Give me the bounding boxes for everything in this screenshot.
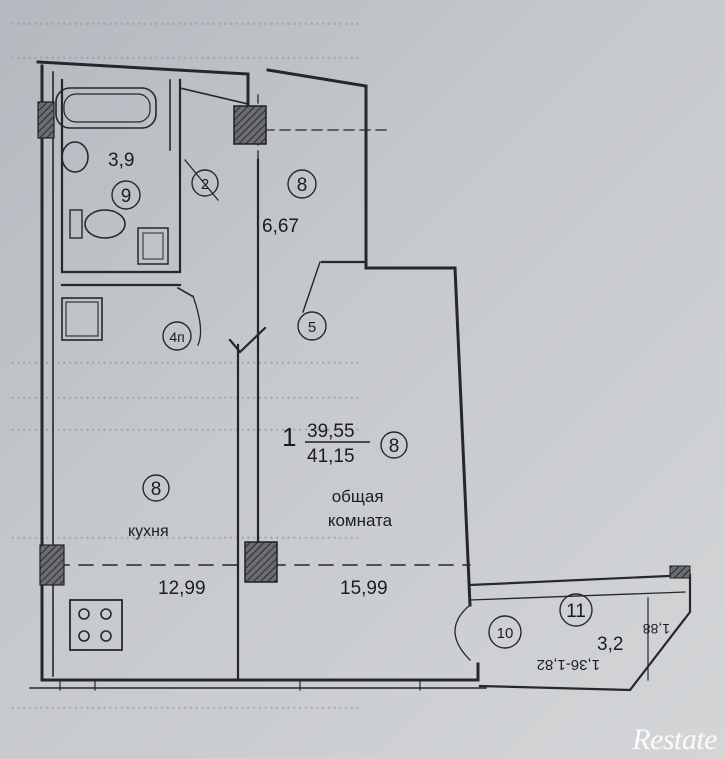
room-number-circle [559, 593, 593, 627]
wall-column [233, 105, 267, 145]
room-number-circle [287, 169, 317, 199]
wall-column [37, 101, 55, 139]
bathtub [55, 87, 157, 129]
kitchen-area: 12,99 [158, 578, 206, 599]
toilet [69, 209, 83, 239]
background-print: ........................................… [10, 380, 361, 404]
hall-number: 8 [297, 175, 308, 196]
door-mark: 4п [169, 329, 184, 345]
loggia-dimension: 1,88 [643, 621, 670, 637]
stove [69, 599, 123, 651]
background-print: ........................................… [10, 520, 361, 544]
outer-wall [40, 64, 480, 682]
background-print: ........................................… [10, 40, 361, 64]
apartment-mark-circle [380, 431, 408, 459]
door-mark: 10 [497, 625, 514, 642]
bathroom-wall [60, 78, 182, 274]
watermark-logo: Restate [632, 723, 717, 756]
living-area-total: 39,55 [307, 421, 355, 442]
wall-column [244, 541, 278, 583]
kitchen-number: 8 [151, 479, 162, 500]
background-print: ........................................… [10, 345, 361, 369]
kitchen-name: кухня [128, 523, 169, 540]
kitchen-sink [61, 297, 103, 341]
background-print: ........................................… [10, 412, 361, 436]
washbasin [61, 141, 89, 173]
loggia-number: 11 [566, 601, 586, 622]
door-mark-circle [191, 169, 219, 197]
door-mark: 5 [308, 319, 316, 336]
door-mark-circle [162, 321, 192, 351]
door-swing [302, 261, 321, 313]
outer-wall [266, 68, 472, 607]
door-mark-circle [297, 311, 327, 341]
background-print: ........................................… [10, 690, 361, 714]
outer-wall [36, 60, 250, 106]
room-number-circle [111, 180, 141, 210]
room-number-circle [142, 474, 170, 502]
living-room-area: 15,99 [340, 578, 388, 599]
door-swing [454, 604, 471, 661]
loggia-area: 3,2 [597, 634, 623, 655]
rooms-count: 1 [282, 422, 296, 452]
hall-area: 6,67 [262, 216, 299, 237]
bathroom-number: 9 [121, 186, 132, 207]
door-mark-circle [488, 615, 522, 649]
loggia-wall [468, 573, 692, 692]
loggia-dimension: 1,36-1,82 [537, 656, 600, 673]
wall-column [39, 544, 65, 586]
door-mark: 2 [201, 176, 209, 193]
living-room-name: общая комната [328, 487, 393, 530]
background-print: ........................................… [10, 6, 361, 30]
total-area: 41,15 [307, 446, 355, 467]
shower-tray [137, 227, 169, 265]
apartment-mark: 8 [389, 436, 400, 457]
door-swing [192, 295, 202, 346]
bathroom-area: 3,9 [108, 150, 134, 171]
